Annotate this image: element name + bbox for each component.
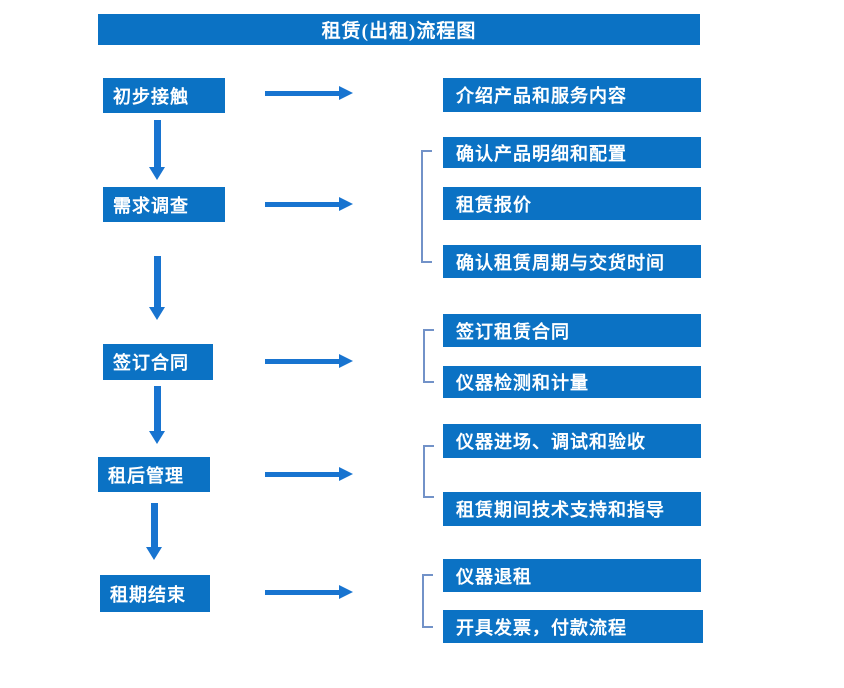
arrow-shaft — [151, 503, 158, 548]
right-arrow-icon-4 — [265, 467, 353, 481]
detail-box-technical-support: 租赁期间技术支持和指导 — [443, 492, 701, 526]
arrow-head — [339, 86, 353, 100]
detail-box-confirm-product-details: 确认产品明细和配置 — [443, 137, 701, 168]
arrow-shaft — [154, 386, 161, 432]
arrow-head — [339, 467, 353, 481]
detail-box-instrument-setup-acceptance: 仪器进场、调试和验收 — [443, 424, 701, 458]
step-box-sign-contract: 签订合同 — [103, 344, 213, 380]
arrow-shaft — [265, 202, 340, 207]
arrow-shaft — [154, 120, 161, 168]
bracket-connector-group-5 — [422, 574, 433, 628]
arrow-shaft — [265, 472, 340, 477]
arrow-head — [149, 167, 165, 180]
arrow-shaft — [265, 590, 340, 595]
arrow-head — [339, 354, 353, 368]
detail-box-invoice-payment: 开具发票，付款流程 — [443, 610, 703, 643]
down-arrow-icon-3 — [149, 386, 166, 444]
down-arrow-icon-1 — [149, 120, 166, 180]
flowchart-title: 租赁(出租)流程图 — [321, 21, 477, 42]
detail-box-confirm-rental-period: 确认租赁周期与交货时间 — [443, 245, 701, 278]
down-arrow-icon-2 — [149, 256, 166, 320]
arrow-shaft — [265, 91, 340, 96]
step-box-initial-contact: 初步接触 — [103, 78, 225, 113]
arrow-head — [149, 431, 165, 444]
arrow-head — [149, 307, 165, 320]
bracket-connector-group-2 — [421, 150, 432, 263]
detail-box-rental-quote: 租赁报价 — [443, 187, 701, 220]
arrow-shaft — [154, 256, 161, 308]
detail-box-introduce-products: 介绍产品和服务内容 — [443, 78, 701, 112]
right-arrow-icon-3 — [265, 354, 353, 368]
detail-box-sign-rental-contract: 签订租赁合同 — [443, 314, 701, 347]
arrow-head — [339, 585, 353, 599]
bracket-connector-group-3 — [423, 329, 434, 383]
flowchart-title-bar: 租赁(出租)流程图 — [98, 14, 700, 45]
right-arrow-icon-1 — [265, 86, 353, 100]
detail-box-instrument-return: 仪器退租 — [443, 559, 701, 592]
right-arrow-icon-5 — [265, 585, 353, 599]
down-arrow-icon-4 — [146, 503, 163, 560]
arrow-head — [339, 197, 353, 211]
step-box-rental-end: 租期结束 — [100, 575, 210, 612]
right-arrow-icon-2 — [265, 197, 353, 211]
arrow-shaft — [265, 359, 340, 364]
detail-box-instrument-testing: 仪器检测和计量 — [443, 366, 701, 398]
bracket-connector-group-4 — [423, 445, 434, 498]
arrow-head — [146, 547, 162, 560]
step-box-demand-survey: 需求调查 — [103, 187, 225, 222]
step-box-post-rental-management: 租后管理 — [98, 457, 210, 492]
